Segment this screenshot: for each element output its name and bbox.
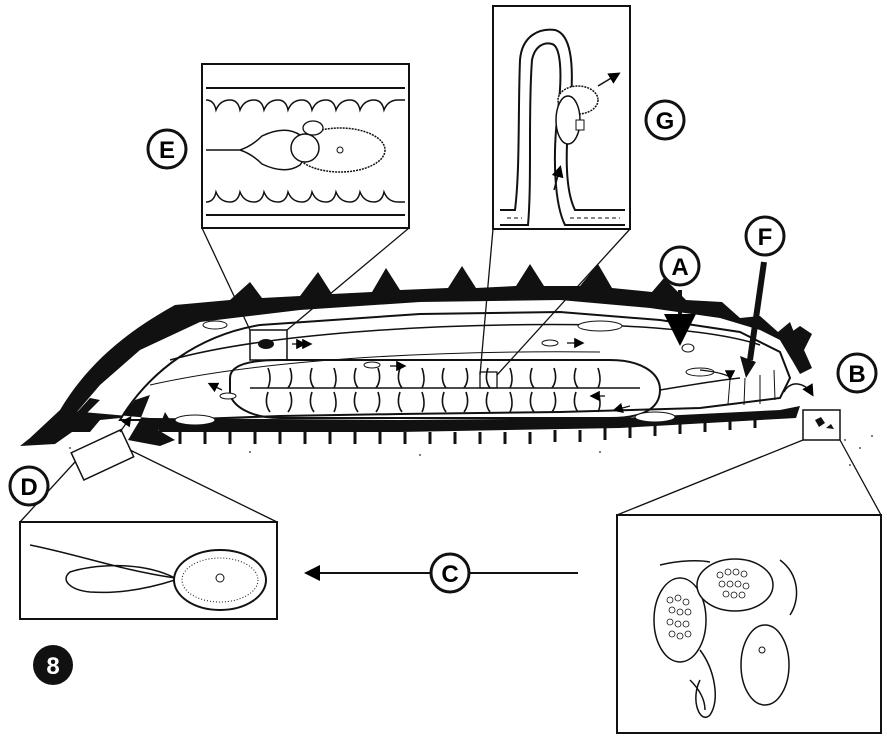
svg-text:G: G: [656, 108, 675, 135]
label-g: G: [646, 101, 684, 139]
svg-text:E: E: [159, 137, 175, 164]
svg-text:F: F: [758, 224, 773, 251]
inset-d: [20, 418, 277, 619]
label-b: B: [838, 354, 876, 392]
label-d: D: [10, 467, 48, 505]
figure-number-badge: 8: [33, 645, 73, 685]
svg-text:B: B: [848, 361, 865, 388]
svg-text:8: 8: [46, 653, 59, 680]
inset-b: [617, 384, 881, 733]
label-c: C: [431, 554, 469, 592]
label-e: E: [148, 130, 186, 168]
label-a: A: [661, 247, 699, 285]
svg-text:C: C: [441, 561, 458, 588]
label-f: F: [746, 217, 784, 255]
svg-text:A: A: [671, 254, 688, 281]
svg-text:D: D: [20, 474, 37, 501]
